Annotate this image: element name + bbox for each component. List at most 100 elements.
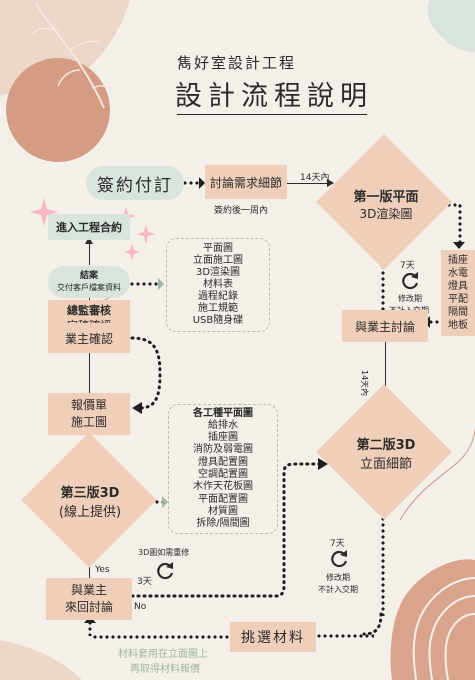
choose-materials-step: 挑選材料	[230, 622, 316, 652]
discuss-needs-step: 討論需求細節	[205, 165, 287, 199]
v3-title: 第三版3D	[60, 486, 120, 501]
arrow-head	[85, 237, 93, 244]
arrow-head	[199, 177, 205, 189]
connector	[182, 181, 204, 185]
discuss-needs-label: 討論需求細節	[209, 175, 282, 190]
materials-note-1: 材料套用在立面圖上	[118, 649, 208, 660]
owner-confirm-step: 業主確認	[48, 323, 130, 353]
connector	[123, 282, 161, 286]
connector	[316, 634, 374, 638]
connector	[130, 336, 162, 414]
plan-item: 給排水	[208, 419, 238, 431]
connector	[89, 239, 90, 265]
days-7-note: 7天	[400, 261, 415, 271]
days-3-note: 3天	[137, 577, 152, 587]
sign-contract-step: 簽約付訂	[86, 166, 184, 200]
choose-materials-label: 挑選材料	[241, 630, 305, 646]
plan-item: 插座圖	[208, 432, 238, 444]
deliverable-item: 材料表	[203, 279, 233, 290]
leaf-stem	[35, 3, 105, 109]
quote-subtitle: 施工圖	[70, 415, 107, 429]
v3-subtitle: (線上提供)	[58, 505, 122, 520]
deliverable-item: 3D渲染圖	[195, 267, 241, 278]
enter-contract-step: 進入工程合約	[48, 214, 130, 240]
arrow-head	[453, 242, 465, 249]
refresh-icon	[402, 272, 419, 290]
leaf-veins	[31, 27, 117, 93]
connector	[88, 620, 92, 636]
v2-subtitle: 立面細節	[359, 457, 412, 472]
extra-item: 燈具	[448, 281, 468, 292]
v2-title: 第二版3D	[356, 438, 416, 453]
deliverable-item: 施工規範	[198, 303, 238, 314]
deliverable-item: 過程紀錄	[198, 291, 238, 302]
discuss-owner-step: 與業主討論	[342, 310, 428, 342]
v3-label: 第三版3D (線上提供)	[38, 478, 142, 524]
owner-discuss-title: 與業主	[70, 583, 107, 597]
materials-note-2: 再取得材料報價	[130, 664, 200, 675]
arrow-head	[327, 179, 334, 187]
supervisor-title: 總監審核	[67, 304, 111, 317]
plan-item: 消防及弱電圖	[193, 444, 253, 456]
title-underline	[177, 114, 367, 115]
quote-title: 報價單	[70, 398, 107, 412]
connector	[385, 340, 386, 412]
page-title: 設計流程說明	[175, 81, 373, 112]
plan-item: 平面配置圖	[198, 493, 248, 505]
deliverable-item: 立面施工圖	[193, 255, 243, 266]
yes-label: Yes	[95, 565, 110, 575]
connector	[89, 353, 90, 393]
v1-subtitle: 3D渲染圖	[359, 207, 413, 221]
deliverable-item: 平面圖	[203, 243, 233, 254]
v1-label: 第一版平面 3D渲染圖	[334, 182, 438, 226]
refresh-icon	[157, 562, 174, 580]
top-left-circle	[6, 58, 110, 162]
connector	[381, 258, 385, 310]
sparkle-icon	[136, 224, 156, 244]
discuss-owner-label: 與業主討論	[354, 319, 415, 334]
refresh-icon	[331, 550, 348, 568]
within-week-note: 簽約後一周內	[214, 206, 269, 216]
plan-item: 燈具配置圖	[198, 456, 248, 468]
extra-item: 平配	[448, 294, 468, 305]
plan-item: 材質圖	[208, 505, 238, 517]
owner-discuss-subtitle: 來回討論	[64, 600, 113, 614]
company-name: 雋好室設計工程	[177, 54, 297, 72]
plans-title: 各工種平面圖	[193, 407, 253, 419]
sign-contract-label: 簽約付訂	[97, 175, 173, 196]
closing-subtitle: 交付客戶檔案資料	[57, 283, 121, 292]
rev3d-note: 3D圖如需重修	[138, 548, 190, 557]
arrow-head	[162, 496, 168, 508]
connector	[362, 612, 383, 636]
extra-item: 隔間	[448, 307, 468, 318]
days-7-b-note: 7天	[330, 539, 345, 549]
no-b-label: No	[134, 602, 147, 612]
quote-step: 報價單 施工圖	[48, 393, 130, 435]
owner-discuss-step: 與業主 來回討論	[46, 578, 132, 620]
connector	[428, 320, 446, 324]
revise-b-note-1: 修改期	[326, 573, 350, 582]
v1-title: 第一版平面	[353, 190, 419, 205]
v2-label: 第二版3D 立面細節	[334, 430, 438, 476]
plan-item: 木作天花板圖	[193, 481, 253, 493]
closing-title: 結案	[79, 271, 98, 281]
revise-b-note-2: 不計入交期	[318, 585, 358, 594]
enter-contract-label: 進入工程合約	[56, 221, 122, 234]
days-14-b-note: 14天內	[360, 370, 369, 397]
bottom-left-blob	[0, 640, 82, 680]
closing-step: 結案 交付客戶檔案資料	[48, 266, 130, 298]
plan-item: 拆除/隔間圖	[196, 518, 250, 530]
deliverables-list: 平面圖 立面施工圖 3D渲染圖 材料表 過程紀錄 施工規範 USB隨身碟	[166, 238, 270, 332]
extra-item: 插座	[448, 255, 468, 266]
connector	[285, 183, 331, 184]
plans-list: 各工種平面圖 給排水 插座圖 消防及弱電圖 燈具配置圖 空調配置圖 木作天花板圖…	[168, 404, 278, 534]
connector	[440, 203, 460, 207]
bottom-right-arch-outer	[390, 559, 475, 680]
v1-extras-box: 插座 水電 燈具 平配 隔間 地板	[441, 250, 475, 336]
curve-line-right	[399, 429, 475, 521]
connector	[130, 458, 328, 598]
owner-confirm-label: 業主確認	[64, 331, 113, 346]
days-14-note: 14天內	[300, 173, 330, 183]
